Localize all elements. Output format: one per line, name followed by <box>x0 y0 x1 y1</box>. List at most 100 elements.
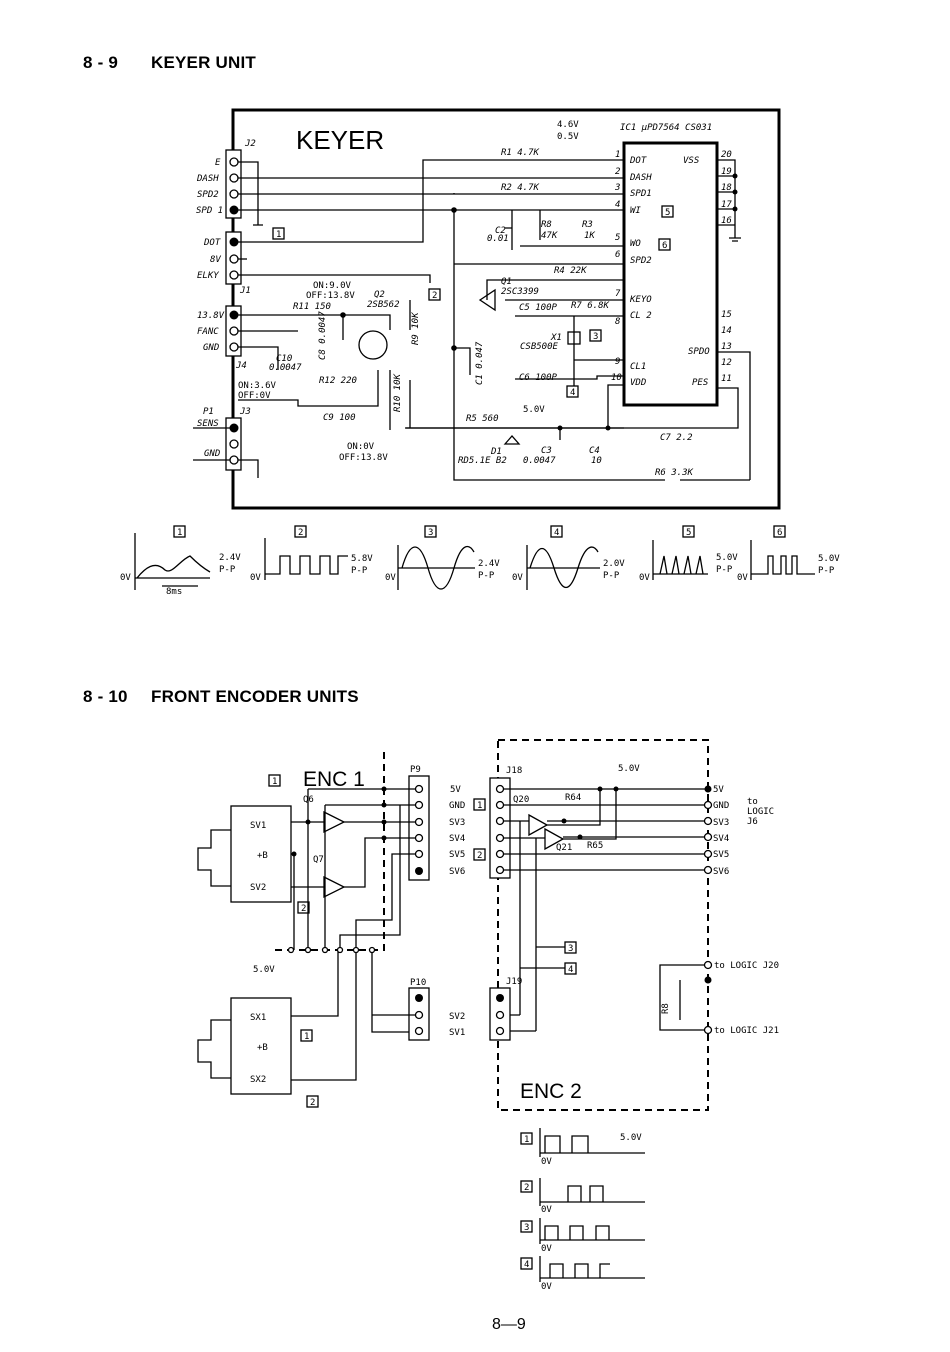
marker-3: 3 <box>568 944 573 954</box>
transistor-q2 <box>358 330 388 360</box>
label-r2: R2 4.7K <box>501 183 540 193</box>
pin-label: SENS <box>197 419 219 429</box>
voltage-label: ON:0V <box>347 442 375 452</box>
marker-2: 2 <box>310 1098 315 1108</box>
voltage-label: ON:3.6V <box>238 381 277 391</box>
ic-pin-number: 14 <box>721 326 732 336</box>
label-d1: D1 <box>490 447 502 457</box>
ic-pin-name: SPD1 <box>630 189 652 199</box>
ic-pin-name: VSS <box>683 156 700 166</box>
pin-label: SV1 <box>449 1028 465 1038</box>
label-c3: C3 <box>541 446 552 456</box>
label-r8: R8 <box>661 1003 671 1014</box>
label-r10: R10 10K <box>393 373 403 412</box>
section-heading: FRONT ENCODER UNITS <box>151 687 359 706</box>
voltage-annotations: 4.6V 0.5V ON:9.0V OFF:13.8V ON:3.6V OFF:… <box>238 120 579 463</box>
ic-pin-number: 20 <box>721 150 732 160</box>
ic-pin-number: 4 <box>615 200 620 210</box>
label-r4: R4 22K <box>554 266 587 276</box>
connector-j2 <box>225 149 242 219</box>
ic-pin-number: 6 <box>615 250 620 260</box>
label-c10-value: 0.0047 <box>269 363 302 373</box>
waveform-marker: 2 <box>524 1183 529 1193</box>
ic-pin-number: 10 <box>611 373 622 383</box>
waveform-marker: 4 <box>554 528 559 538</box>
waveform-marker: 5 <box>686 528 691 538</box>
pin-label: SV6 <box>449 867 465 877</box>
waveform-zero: 0V <box>250 573 261 583</box>
waveform-zero: 0V <box>541 1205 552 1215</box>
waveform-zero: 0V <box>541 1244 552 1254</box>
voltage-label: ON:9.0V <box>313 281 352 291</box>
label-r64: R64 <box>565 793 581 803</box>
pin-label: DASH <box>196 174 219 184</box>
enc-waveform-1 <box>539 1128 645 1157</box>
connector-j18 <box>489 777 511 879</box>
marker-6: 6 <box>662 241 667 251</box>
pin-label: ELKY <box>197 271 219 281</box>
page-number: 8—9 <box>492 1316 526 1333</box>
waveform-zero: 0V <box>737 573 748 583</box>
ic-pin-number: 11 <box>721 374 732 384</box>
pin-label: SV3 <box>449 818 465 828</box>
marker-2: 2 <box>477 851 482 861</box>
label-q2-value: 2SB562 <box>367 300 400 310</box>
waveform-pp: P-P <box>603 571 620 581</box>
label-q1: Q1 <box>501 277 512 287</box>
enc-waveform-4 <box>539 1256 645 1282</box>
ic-pin-name: VDD <box>630 378 646 388</box>
waveform-zero: 0V <box>541 1282 552 1292</box>
ic-pin-number: 2 <box>615 167 620 177</box>
pin-label: 13.8V <box>197 311 225 321</box>
diode-d1 <box>503 435 521 445</box>
voltage-label: 5.0V <box>523 405 545 415</box>
ic-pin-number: 12 <box>721 358 732 368</box>
test-point-markers: 1 2 3 4 5 6 <box>272 205 674 398</box>
waveform-amplitude: 5.8V <box>351 554 373 564</box>
ic-pin-number: 8 <box>615 317 620 327</box>
label-x1: X1 <box>550 333 562 343</box>
waveform-marker: 3 <box>524 1223 529 1233</box>
encoder-pin: SX1 <box>250 1013 266 1023</box>
label-r65: R65 <box>587 841 603 851</box>
marker-1: 1 <box>304 1032 309 1042</box>
marker-3: 3 <box>593 332 598 342</box>
label-r1: R1 4.7K <box>501 148 540 158</box>
enc-waveform-2 <box>539 1178 645 1206</box>
enc1-boundary <box>275 752 385 951</box>
label-c10: C10 <box>276 354 292 364</box>
waveform-pp: P-P <box>478 571 495 581</box>
marker-4: 4 <box>568 965 573 975</box>
connector-label: J2 <box>244 139 256 149</box>
to-logic-label: J6 <box>747 817 758 827</box>
label-r11: R11 150 <box>293 302 331 312</box>
ic-pin-number: 18 <box>721 183 732 193</box>
label-r8: R8 <box>541 220 552 230</box>
ic-pin-number: 5 <box>615 233 620 243</box>
label-r7: R7 6.8K <box>571 301 610 311</box>
ic-pin-number: 3 <box>614 183 620 193</box>
pin-label: GND <box>449 801 465 811</box>
waveform-zero: 0V <box>512 573 523 583</box>
waveform-pp: P-P <box>818 566 835 576</box>
voltage-label: 5.0V <box>253 965 275 975</box>
label-q21: Q21 <box>556 843 572 853</box>
ic-pin-number: 1 <box>615 150 620 160</box>
pin-label: SV4 <box>713 834 729 844</box>
label-c2-value: 0.01 <box>487 234 509 244</box>
transistor-q1 <box>478 288 496 312</box>
waveform-zero: 0V <box>120 573 131 583</box>
waveform-amplitude: 5.0V <box>818 554 840 564</box>
keyer-waveforms: 1 2.4V P-P 0V 8ms 2 5.8V P-P 0V 3 2.4V P… <box>120 525 840 597</box>
waveform-zero: 0V <box>385 573 396 583</box>
pin-label: SV6 <box>713 867 729 877</box>
encoder-waveforms: 1 0V 5.0V 2 0V 3 0V 4 0V <box>520 1128 645 1292</box>
component-labels: R1 4.7K R2 4.7K R3 1K R4 22K R5 560 R6 3… <box>269 148 694 478</box>
voltage-label: OFF:13.8V <box>339 453 388 463</box>
buffer-q20 <box>528 813 549 837</box>
waveform-pp: P-P <box>351 566 368 576</box>
pin-label: E <box>215 158 221 168</box>
encoder-sx <box>230 997 292 1095</box>
